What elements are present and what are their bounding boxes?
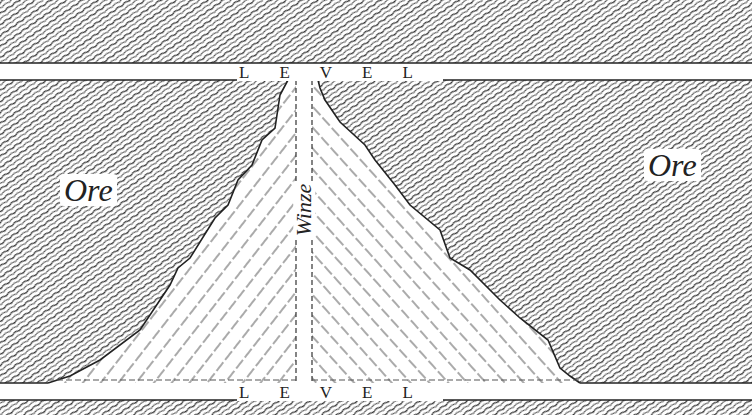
stope-fill: [0, 78, 752, 388]
level-label: LEVEL: [237, 64, 443, 81]
stope-wall: [318, 80, 580, 383]
stope-wall: [48, 80, 288, 383]
ore-label: Ore: [644, 149, 701, 181]
upper-level: [0, 63, 752, 80]
ore-label: Ore: [60, 174, 117, 206]
lower-level: [0, 383, 752, 400]
winze-label: Winze: [293, 182, 315, 239]
level-label: LEVEL: [237, 384, 443, 401]
